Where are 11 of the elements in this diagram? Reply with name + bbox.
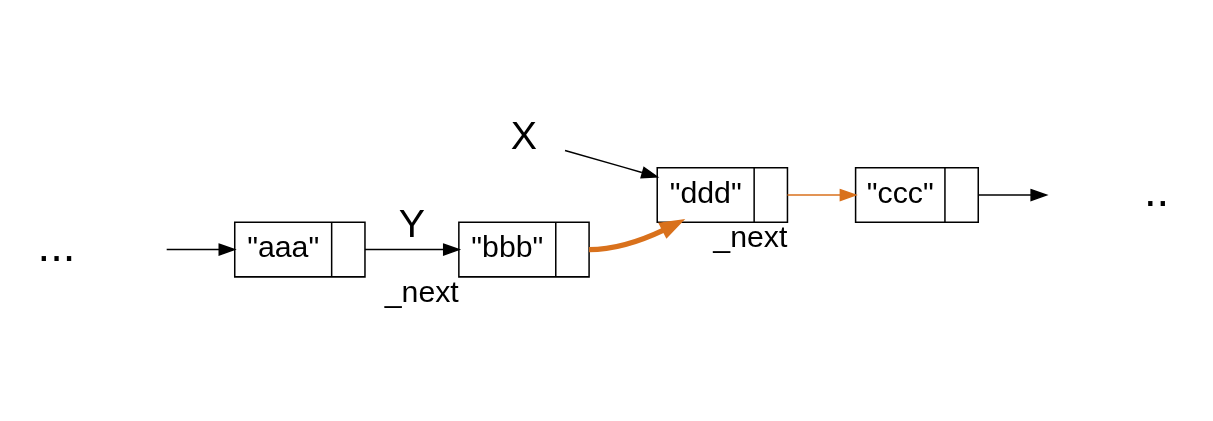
arrow <box>165 242 237 256</box>
arrow <box>589 218 686 252</box>
label: .. <box>1143 164 1170 216</box>
arrow <box>364 242 462 256</box>
node-text: X <box>510 112 538 157</box>
arrow <box>786 188 858 201</box>
edge-label: Y <box>398 200 426 245</box>
node-label: _next <box>384 274 459 308</box>
label: ... <box>37 219 76 271</box>
arrow <box>564 149 660 179</box>
arrow <box>977 188 1049 201</box>
